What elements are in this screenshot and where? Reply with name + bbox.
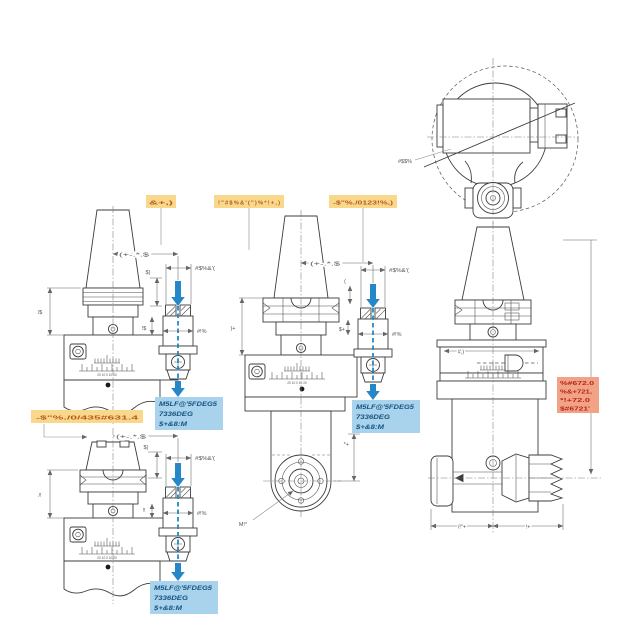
orange-label-box: [214, 195, 284, 208]
orange-label-bt: &+,): [149, 201, 173, 207]
red-note-line4: $#6721': [560, 407, 590, 413]
dim-left-height: )+: [230, 326, 235, 332]
dim-spindle-dia: #!%: [197, 511, 207, 517]
dim-nut-width: #$%&'(: [389, 268, 409, 274]
dim-offset-right: !+: [526, 525, 531, 531]
body-break-line: [63, 560, 161, 597]
callout-blue-note-hsk: M5LF@'5FDEG5 7336DEG $+&8:M: [150, 581, 218, 614]
blue-note-box: [155, 397, 223, 430]
view-side-horizontal-spindle: #,) /!"+ !+: [428, 222, 602, 534]
dim-nut-width: #$%&'(: [195, 456, 215, 462]
dim-center-offset: (+-.*.$: [119, 253, 149, 259]
blue-note-line2: 7336DEG: [159, 412, 193, 418]
dim-spindle-dia: #!%: [392, 332, 402, 338]
envelope-label: #$$%: [398, 159, 412, 165]
callout-orange-hsk: -$"%./0/435#631.4: [31, 410, 143, 440]
dim-face-angle: M!°: [239, 522, 247, 528]
dim-spindle-dia: #!%: [197, 329, 207, 335]
body-base: [244, 396, 346, 412]
blue-note-line1: M5LF@'5FDEG5: [154, 586, 213, 592]
coolant-arrow-down: [171, 563, 185, 581]
dim-left-height: /$: [38, 310, 43, 316]
coolant-arrow-down: [171, 381, 185, 397]
coolant-arrow-down: [366, 284, 380, 308]
view-bt-version: (+-.*.$ $) /$ !$ #$%&'( #!%: [38, 206, 215, 424]
blue-note-box: [352, 400, 420, 433]
blue-note-line3: $+&8:M: [158, 422, 189, 428]
dim-collar: $+: [339, 327, 345, 333]
index-dot: [105, 564, 111, 570]
dim-center-offset: (+-.*.$: [116, 435, 146, 441]
dim-reach: *+: [344, 442, 349, 448]
swivel-axis-line: [423, 102, 576, 168]
index-dot: [105, 382, 111, 388]
orange-label-box: [146, 195, 176, 208]
blue-note-line3: $+&8:M: [355, 425, 386, 431]
blue-note-line2: 7336DEG: [154, 596, 188, 602]
clamp-cam: [504, 354, 524, 372]
blue-note-line1: M5LF@'5FDEG5: [159, 402, 218, 408]
blue-note-line3: $+&8:M: [153, 606, 184, 612]
dim-neck-height: !!: [142, 508, 146, 514]
orange-label-hsk: -$"%./0/435#631.4: [36, 416, 140, 422]
index-dot: [299, 386, 305, 392]
blue-note-line2: 7336DEG: [356, 415, 390, 421]
callout-blue-note-long: M5LF@'5FDEG5 7336DEG $+&8:M: [352, 400, 420, 433]
coolant-arrow-down: [171, 463, 185, 487]
dim-center-offset: (+-.*.$: [310, 262, 340, 268]
callout-orange-bt: &+,): [146, 195, 176, 245]
red-note-line1: %#672.0: [560, 381, 594, 387]
orange-label-box: [329, 195, 397, 208]
coolant-arrow-down: [366, 384, 380, 400]
rear-cover: [430, 455, 454, 507]
dim-flange-height: $): [146, 270, 151, 276]
dim-offset-left: /!"+: [458, 525, 466, 531]
dim-flange-height: $): [144, 445, 149, 451]
orange-label-long: !"#$%&'(")%*!+,): [218, 201, 280, 207]
red-note-line2: %&+721,: [560, 390, 593, 396]
red-note-line3: *!+72.0: [560, 398, 590, 404]
dim-body-width: #,): [458, 350, 465, 356]
callout-blue-note-bt: M5LF@'5FDEG5 7336DEG $+&8:M: [155, 397, 223, 430]
body-break-line: [63, 379, 161, 415]
dim-neck-height: !$: [142, 326, 147, 332]
callout-orange-long-right: -$"%./0123!%,): [329, 195, 397, 262]
coolant-arrow-down: [171, 281, 185, 306]
view-long-reach-version: (+-.*.$ ( )+ $+ #$%&'( #!% *+ M!°: [230, 210, 409, 528]
head-body: [442, 98, 531, 154]
orange-label-box: [31, 410, 143, 423]
dim-gap: (: [344, 279, 346, 285]
callout-orange-long: !"#$%&'(")%*!+,): [214, 195, 284, 250]
callout-red-note: %#672.0 %&+721, *!+72.0 $#6721': [557, 377, 599, 413]
blue-note-line1: M5LF@'5FDEG5: [356, 405, 415, 411]
view-envelope-circle: #$$%: [398, 58, 579, 224]
orange-label-long-right: -$"%./0123!%,): [333, 201, 393, 207]
blue-note-box: [150, 581, 218, 614]
red-note-box: [557, 377, 599, 413]
dim-nut-width: #$%&'(: [195, 266, 215, 272]
dim-left-height: /!: [38, 493, 42, 499]
view-hsk-version: (+-.*.$ $) /! !! #$%&'( #!%: [38, 428, 215, 604]
